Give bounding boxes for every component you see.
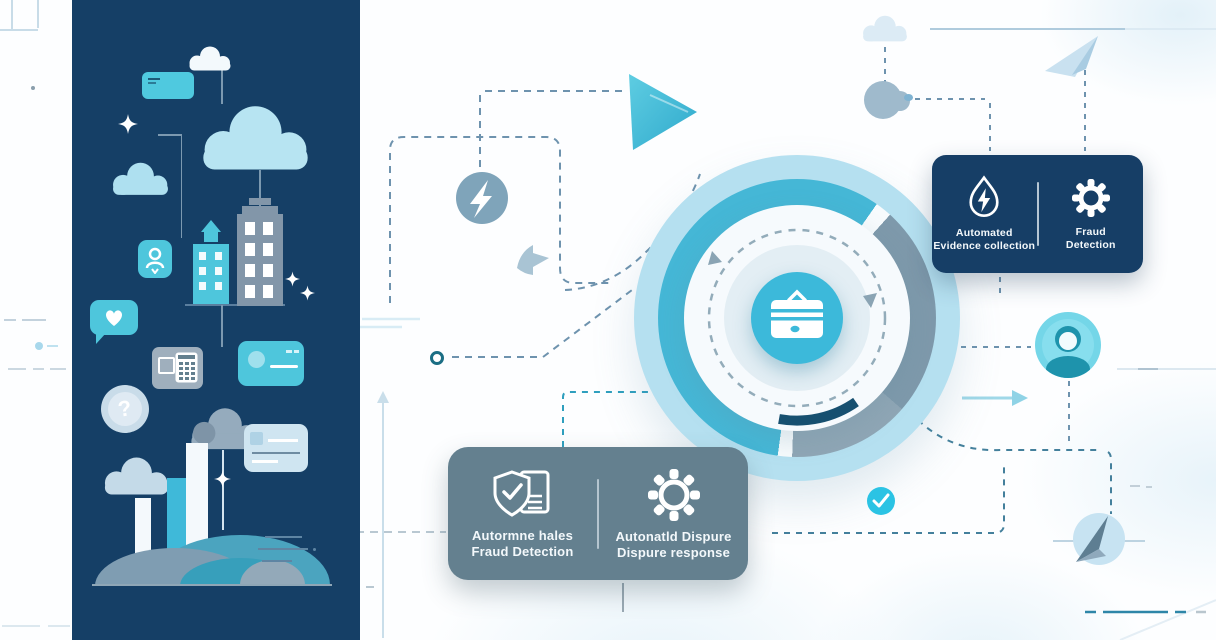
chat-heart-bubble	[90, 300, 138, 344]
shield-check-document-icon	[493, 469, 549, 517]
cloud-icon	[203, 106, 308, 170]
bar-chart-bar	[186, 443, 208, 568]
droplet-lightning-icon	[969, 175, 999, 218]
card-item-dispute-response: Autonatld Dispure Dispure response	[599, 447, 748, 580]
bar-chart-bar	[167, 478, 186, 568]
lightning-circle-icon	[456, 172, 508, 224]
user-avatar-icon	[1035, 312, 1101, 378]
cloud-sync-icon	[864, 81, 913, 119]
building-icon	[237, 198, 283, 306]
keypad-icon	[175, 352, 198, 383]
panel-line	[259, 170, 261, 212]
sparkle-icon	[285, 271, 300, 287]
question-mark: ?	[116, 395, 134, 422]
cloud-icon	[863, 15, 907, 42]
pos-terminal-tile	[152, 347, 203, 389]
speed-line	[265, 536, 302, 538]
speed-line	[258, 548, 308, 550]
panel-line	[221, 305, 223, 347]
card-label-line2: Dispure response	[616, 544, 730, 560]
paper-plane-icon	[1045, 36, 1098, 77]
hub-rotation-ring	[707, 228, 887, 426]
card-item-fraud-detection: Autormne hales Fraud Detection	[448, 447, 597, 580]
briefcase-icon	[771, 289, 823, 338]
sparkle-icon	[214, 470, 231, 488]
heart-icon	[106, 310, 122, 326]
bubble-tail	[96, 333, 106, 344]
card-label-line2: Evidence collection	[933, 240, 1036, 252]
sparkle-icon	[118, 114, 138, 134]
panel-line	[158, 134, 182, 136]
location-user-tile	[138, 240, 172, 278]
receipt-card	[244, 424, 308, 472]
card-divider	[1036, 182, 1039, 246]
card-item-fraud: Fraud Detection	[1039, 155, 1144, 273]
card-divider	[597, 478, 599, 549]
ground-line	[92, 584, 332, 586]
card-label-line2: Fraud Detection	[471, 543, 574, 559]
evidence-fraud-card: Automated Evidence collection	[932, 155, 1143, 273]
notification-chip	[142, 72, 194, 99]
speed-dot	[313, 548, 316, 551]
check-badge-icon	[867, 487, 895, 515]
speed-line	[262, 560, 292, 562]
building-icon	[193, 220, 229, 304]
city-cloud-panel: ?	[72, 0, 360, 640]
sparkle-icon	[300, 285, 315, 301]
credit-card-icon	[238, 341, 304, 386]
pos-screen	[158, 357, 175, 374]
question-badge: ?	[101, 385, 149, 433]
panel-line	[222, 450, 224, 530]
panel-line	[221, 68, 223, 104]
panel-line	[180, 134, 182, 238]
card-label-line1: Autonatld Dispure	[615, 528, 732, 544]
play-triangle-icon	[629, 74, 697, 150]
compass-icon	[1073, 513, 1125, 565]
cloud-icon	[104, 457, 169, 495]
fraud-dispute-card: Autormne hales Fraud Detection	[448, 447, 748, 580]
gear-icon	[1071, 179, 1110, 217]
location-user-icon	[145, 247, 165, 274]
panel-line	[185, 304, 285, 306]
cloud-icon	[113, 162, 168, 195]
card-label-line1: Automated	[955, 227, 1013, 239]
card-label-line1: Fraud	[1075, 226, 1106, 238]
card-label-line2: Detection	[1065, 239, 1116, 251]
cloud-icon	[189, 46, 231, 71]
card-item-evidence: Automated Evidence collection	[932, 155, 1037, 273]
card-label-line1: Autormne hales	[471, 527, 574, 543]
gear-icon	[647, 468, 700, 521]
arrow-icon	[517, 245, 549, 275]
